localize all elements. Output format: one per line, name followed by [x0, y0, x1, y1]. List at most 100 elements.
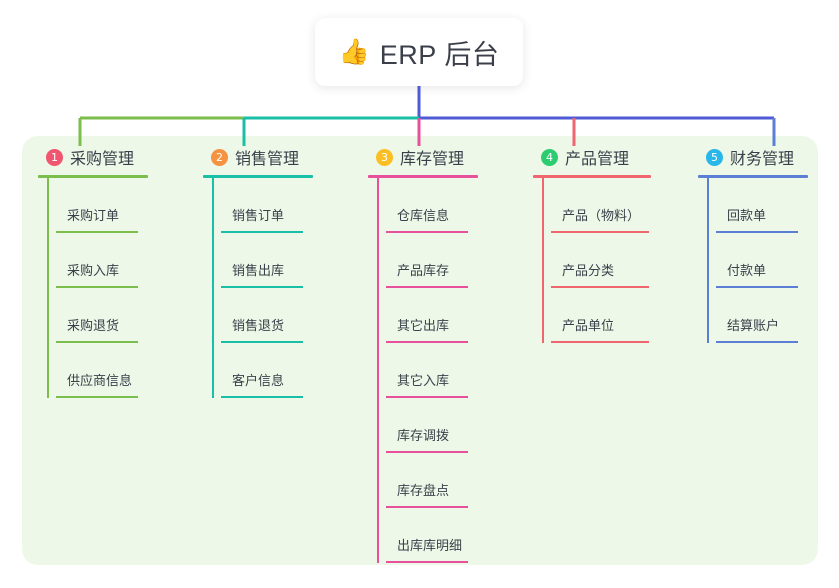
column-4: 4 产品管理产品（物料） 产品分类产品单位 [533, 146, 693, 343]
list-item[interactable]: 采购入库 [47, 233, 186, 288]
column-header-2[interactable]: 2 销售管理 [203, 146, 351, 168]
list-item[interactable]: 其它出库 [377, 288, 516, 343]
list-item-rule [716, 341, 798, 343]
list-item-rule [386, 561, 468, 563]
list-item-label: 采购退货 [67, 318, 120, 333]
list-item-rule [386, 451, 468, 453]
column-title-5: 财务管理 [730, 151, 795, 168]
list-item[interactable]: 出库库明细 [377, 508, 516, 563]
list-item[interactable]: 付款单 [707, 233, 838, 288]
column-rule-1 [38, 175, 148, 178]
list-item[interactable]: 库存盘点 [377, 453, 516, 508]
list-item-label: 销售订单 [232, 208, 285, 223]
list-item-rule [56, 396, 138, 398]
list-item[interactable]: 销售退货 [212, 288, 351, 343]
background-panel [22, 136, 818, 565]
list-item[interactable]: 结算账户 [707, 288, 838, 343]
list-item-label: 销售出库 [232, 263, 285, 278]
column-spine-4 [542, 178, 544, 343]
list-item-rule [56, 286, 138, 288]
column-header-4[interactable]: 4 产品管理 [533, 146, 693, 168]
list-item-rule [551, 286, 649, 288]
list-item[interactable]: 产品单位 [542, 288, 693, 343]
list-item[interactable]: 销售订单 [212, 178, 351, 233]
column-2: 2 销售管理销售订单销售出库销售退货客户信息 [203, 146, 351, 398]
list-item-rule [56, 231, 138, 233]
list-item-label: 产品库存 [397, 263, 450, 278]
list-item-rule [386, 231, 468, 233]
list-item[interactable]: 销售出库 [212, 233, 351, 288]
column-header-1[interactable]: 1 采购管理 [38, 146, 186, 168]
list-item[interactable]: 供应商信息 [47, 343, 186, 398]
column-items-5: 回款单付款单结算账户 [698, 178, 838, 343]
list-item-label: 结算账户 [727, 318, 780, 333]
column-rule-5 [698, 175, 808, 178]
column-spine-5 [707, 178, 709, 343]
list-item-rule [221, 231, 303, 233]
column-5: 5 财务管理回款单付款单结算账户 [698, 146, 838, 343]
list-item-label: 回款单 [727, 208, 767, 223]
list-item-label: 库存盘点 [397, 483, 450, 498]
column-spine-2 [212, 178, 214, 398]
list-item[interactable]: 采购订单 [47, 178, 186, 233]
list-item[interactable]: 产品分类 [542, 233, 693, 288]
list-item[interactable]: 客户信息 [212, 343, 351, 398]
column-badge-5: 5 [706, 148, 723, 166]
list-item[interactable]: 产品库存 [377, 233, 516, 288]
column-rule-3 [368, 175, 478, 178]
column-spine-3 [377, 178, 379, 563]
root-node-title: ERP 后台 [379, 39, 500, 70]
column-title-1: 采购管理 [70, 151, 135, 168]
list-item-rule [221, 396, 303, 398]
list-item-label: 其它入库 [397, 373, 450, 388]
list-item-label: 客户信息 [232, 373, 285, 388]
list-item-rule [221, 286, 303, 288]
list-item-label: 出库库明细 [397, 538, 463, 553]
column-items-4: 产品（物料） 产品分类产品单位 [533, 178, 693, 343]
list-item-label: 供应商信息 [67, 373, 133, 388]
list-item-label: 销售退货 [232, 318, 285, 333]
list-item-rule [386, 506, 468, 508]
list-item[interactable]: 库存调拨 [377, 398, 516, 453]
root-node-card[interactable]: 👍 ERP 后台 [315, 18, 523, 86]
list-item-label: 产品单位 [562, 318, 615, 333]
column-3: 3 库存管理仓库信息产品库存其它出库其它入库库存调拨库存盘点出库库明细 [368, 146, 516, 563]
column-title-2: 销售管理 [235, 151, 300, 168]
list-item-label: 其它出库 [397, 318, 450, 333]
list-item[interactable]: 采购退货 [47, 288, 186, 343]
thumbs-up-icon: 👍 [338, 37, 370, 66]
list-item[interactable]: 仓库信息 [377, 178, 516, 233]
list-item-rule [386, 286, 468, 288]
list-item-label: 采购订单 [67, 208, 120, 223]
list-item[interactable]: 回款单 [707, 178, 838, 233]
column-rule-4 [533, 175, 651, 178]
list-item[interactable]: 其它入库 [377, 343, 516, 398]
column-items-1: 采购订单采购入库采购退货供应商信息 [38, 178, 186, 398]
list-item-label: 库存调拨 [397, 428, 450, 443]
column-badge-4: 4 [541, 148, 558, 166]
column-badge-1: 1 [46, 148, 63, 166]
column-header-3[interactable]: 3 库存管理 [368, 146, 516, 168]
column-1: 1 采购管理采购订单采购入库采购退货供应商信息 [38, 146, 186, 398]
column-items-2: 销售订单销售出库销售退货客户信息 [203, 178, 351, 398]
column-title-3: 库存管理 [400, 151, 465, 168]
list-item-rule [56, 341, 138, 343]
column-items-3: 仓库信息产品库存其它出库其它入库库存调拨库存盘点出库库明细 [368, 178, 516, 563]
column-badge-3: 3 [376, 148, 393, 166]
column-spine-1 [47, 178, 49, 398]
column-header-5[interactable]: 5 财务管理 [698, 146, 838, 168]
column-badge-2: 2 [211, 148, 228, 166]
list-item-rule [716, 231, 798, 233]
list-item-rule [551, 231, 649, 233]
list-item-rule [221, 341, 303, 343]
column-title-4: 产品管理 [565, 151, 630, 168]
list-item-rule [716, 286, 798, 288]
list-item-label: 产品（物料） [562, 208, 641, 223]
list-item-label: 仓库信息 [397, 208, 450, 223]
column-rule-2 [203, 175, 313, 178]
list-item-label: 付款单 [727, 263, 767, 278]
list-item-rule [551, 341, 649, 343]
list-item[interactable]: 产品（物料） [542, 178, 693, 233]
list-item-rule [386, 341, 468, 343]
